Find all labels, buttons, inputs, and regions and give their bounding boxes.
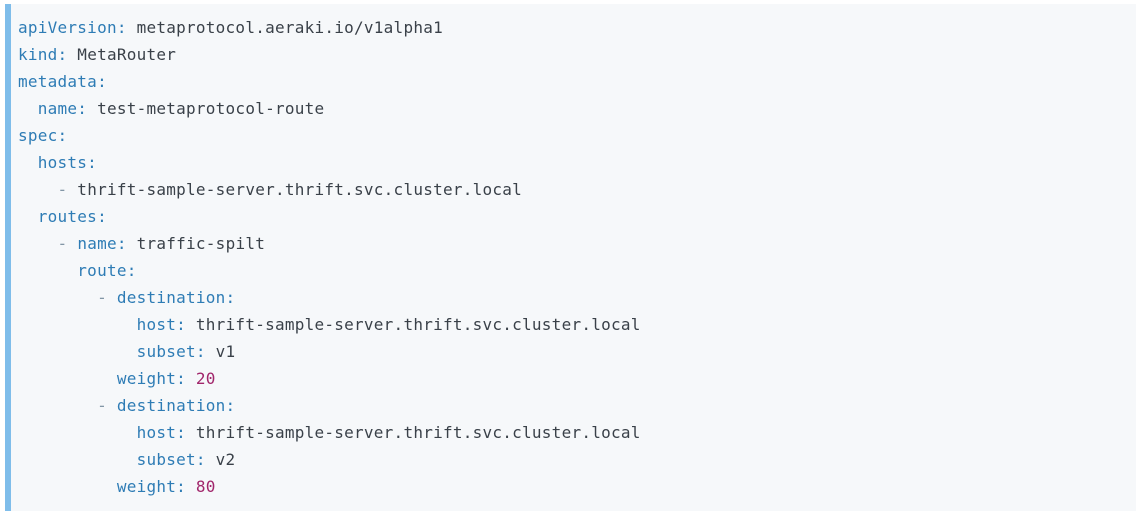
code-token-plain: traffic-spilt: [126, 234, 266, 253]
code-token-plain: [18, 396, 97, 415]
code-token-plain: [18, 180, 58, 199]
code-token-dash: -: [57, 180, 68, 199]
code-line: metadata:: [18, 68, 1124, 95]
code-token-plain: thrift-sample-server.thrift.svc.cluster.…: [67, 180, 523, 199]
code-token-plain: [18, 99, 38, 118]
code-token-plain: [18, 342, 137, 361]
code-token-key: name:: [77, 234, 127, 253]
code-token-key: destination:: [116, 288, 236, 307]
code-line: spec:: [18, 122, 1124, 149]
code-line: - destination:: [18, 284, 1124, 311]
code-token-key: spec:: [18, 126, 68, 145]
code-token-plain: [18, 477, 117, 496]
code-token-key: weight:: [116, 477, 187, 496]
code-token-plain: MetaRouter: [67, 45, 177, 64]
code-token-key: host:: [136, 315, 187, 334]
code-token-key: destination:: [116, 396, 236, 415]
code-token-plain: [67, 234, 77, 253]
code-token-plain: [18, 450, 137, 469]
code-line: subset: v2: [18, 446, 1124, 473]
code-token-plain: [186, 369, 196, 388]
code-line: routes:: [18, 203, 1124, 230]
code-line: kind: MetaRouter: [18, 41, 1124, 68]
code-token-plain: [18, 315, 137, 334]
code-token-plain: v1: [205, 342, 236, 361]
code-token-plain: thrift-sample-server.thrift.svc.cluster.…: [186, 315, 641, 334]
code-token-plain: test-metaprotocol-route: [87, 99, 325, 118]
code-token-key: metadata:: [18, 72, 107, 91]
code-line: hosts:: [18, 149, 1124, 176]
code-token-key: subset:: [136, 342, 206, 361]
yaml-code-block: apiVersion: metaprotocol.aeraki.io/v1alp…: [5, 4, 1136, 511]
code-line: - destination:: [18, 392, 1124, 419]
code-token-plain: [18, 234, 58, 253]
code-token-key: apiVersion:: [18, 18, 127, 37]
code-token-plain: v2: [205, 450, 236, 469]
code-line: apiVersion: metaprotocol.aeraki.io/v1alp…: [18, 14, 1124, 41]
code-token-key: subset:: [136, 450, 206, 469]
code-token-plain: [107, 288, 117, 307]
code-token-plain: thrift-sample-server.thrift.svc.cluster.…: [186, 423, 641, 442]
code-token-dash: -: [57, 234, 68, 253]
code-line: - thrift-sample-server.thrift.svc.cluste…: [18, 176, 1124, 203]
code-content: apiVersion: metaprotocol.aeraki.io/v1alp…: [18, 14, 1124, 500]
code-line: weight: 20: [18, 365, 1124, 392]
code-token-key: kind:: [18, 45, 68, 64]
code-token-plain: [18, 153, 38, 172]
code-token-key: host:: [136, 423, 187, 442]
code-token-plain: [18, 288, 97, 307]
code-line: host: thrift-sample-server.thrift.svc.cl…: [18, 419, 1124, 446]
code-token-key: hosts:: [37, 153, 98, 172]
code-token-plain: [186, 477, 196, 496]
code-token-plain: [18, 369, 117, 388]
code-token-plain: [18, 423, 137, 442]
code-line: - name: traffic-spilt: [18, 230, 1124, 257]
code-line: subset: v1: [18, 338, 1124, 365]
code-token-number: 20: [195, 369, 216, 388]
code-token-plain: [107, 396, 117, 415]
code-token-key: routes:: [37, 207, 107, 226]
code-token-dash: -: [97, 396, 107, 415]
code-token-dash: -: [97, 288, 107, 307]
code-line: host: thrift-sample-server.thrift.svc.cl…: [18, 311, 1124, 338]
code-token-plain: metaprotocol.aeraki.io/v1alpha1: [126, 18, 443, 37]
code-line: route:: [18, 257, 1124, 284]
code-token-plain: [18, 261, 77, 280]
code-token-key: route:: [77, 261, 137, 280]
code-token-plain: [18, 207, 38, 226]
code-token-number: 80: [195, 477, 216, 496]
code-line: name: test-metaprotocol-route: [18, 95, 1124, 122]
code-token-key: name:: [37, 99, 88, 118]
code-line: weight: 80: [18, 473, 1124, 500]
code-token-key: weight:: [116, 369, 187, 388]
